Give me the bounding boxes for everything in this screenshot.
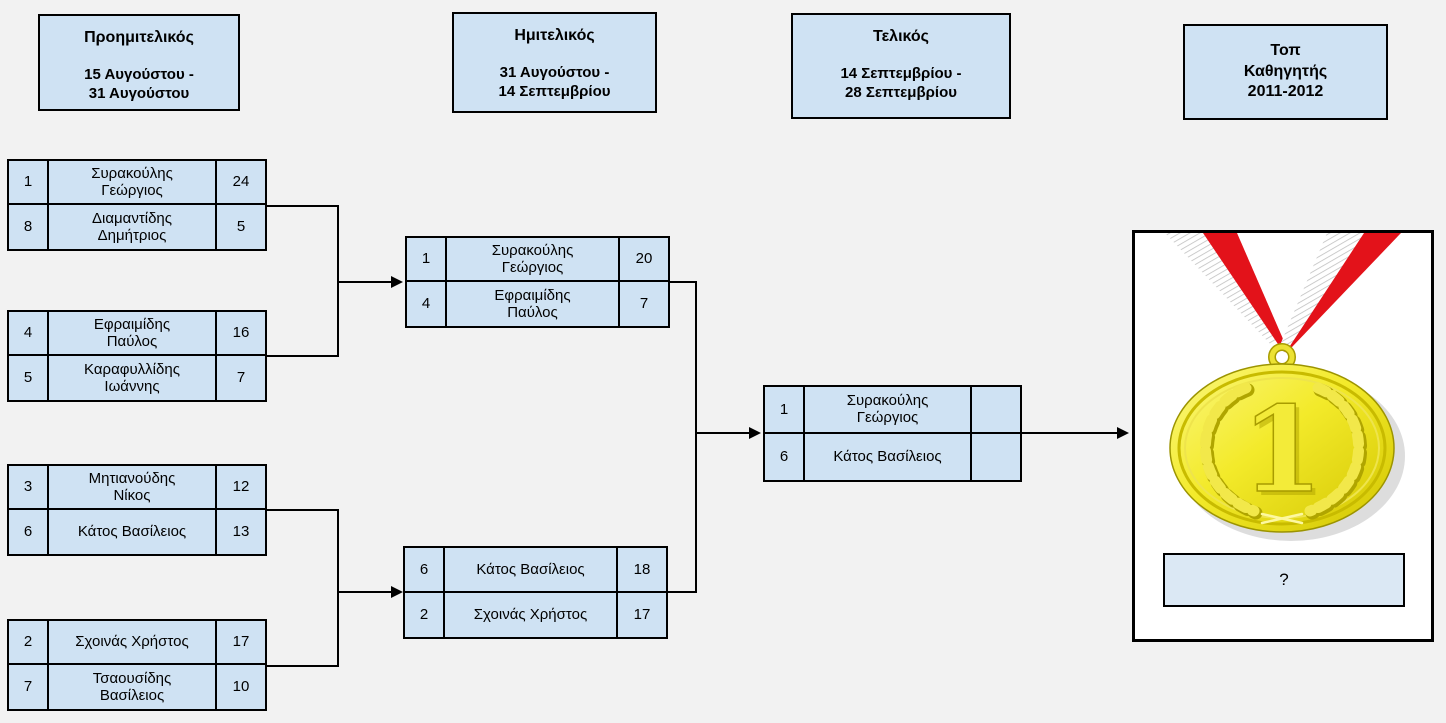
score-cell: 20 [618, 238, 668, 282]
match-semifinal-1: 1 Συρακούλης Γεώργιος 20 4 Εφραιμίδης Πα… [405, 236, 670, 328]
winner-panel: 1 1 ? [1132, 230, 1434, 642]
seed-cell: 7 [9, 665, 49, 709]
score-cell: 12 [215, 466, 265, 510]
stage-header-semifinal: Ημιτελικός 31 Αυγούστου - 14 Σεπτεμβρίου [452, 12, 657, 113]
name-cell: Τσαουσίδης Βασίλειος [92, 669, 172, 704]
seed-cell: 6 [9, 510, 49, 554]
match-quarterfinal-4: 2 Σχοινάς Χρήστος 17 7 Τσαουσίδης Βασίλε… [7, 619, 267, 711]
name-cell: Κάτος Βασίλειος [833, 448, 942, 466]
stage-dates: 15 Αυγούστου - 31 Αυγούστου [84, 65, 194, 103]
score-cell: 5 [215, 205, 265, 249]
name-cell: Συρακούλης Γεώργιος [805, 387, 970, 434]
match-semifinal-2: 6 Κάτος Βασίλειος 18 2 Σχοινάς Χρήστος 1… [403, 546, 668, 639]
seed-cell: 8 [9, 205, 49, 249]
score-cell: 7 [618, 282, 668, 326]
name-cell: Εφραιμίδης Παύλος [494, 286, 571, 321]
winner-placeholder-text: ? [1279, 570, 1289, 589]
stage-header-top-teacher: Τοπ Καθηγητής 2011-2012 [1183, 24, 1388, 120]
name-cell: Συρακούλης Γεώργιος [49, 161, 215, 205]
score-cell: 24 [215, 161, 265, 205]
score-cell [970, 387, 1020, 434]
seed-cell: 5 [9, 356, 49, 400]
stage-title: Τοπ Καθηγητής 2011-2012 [1243, 41, 1328, 101]
seed-cell: 1 [9, 161, 49, 205]
score-cell: 16 [215, 312, 265, 356]
stage-title: Τελικός [872, 28, 929, 45]
match-quarterfinal-3: 3 Μητιανούδης Νίκος 12 6 Κάτος Βασίλειος… [7, 464, 267, 556]
score-cell: 10 [215, 665, 265, 709]
match-final: 1 Συρακούλης Γεώργιος 6 Κάτος Βασίλειος [763, 385, 1022, 482]
seed-cell: 4 [9, 312, 49, 356]
medal-number: 1 [1241, 380, 1323, 519]
score-cell: 17 [616, 592, 666, 637]
gold-medal-icon: 1 1 [1149, 233, 1416, 545]
score-cell: 17 [215, 621, 265, 665]
name-cell: Συρακούλης Γεώργιος [447, 238, 618, 282]
match-quarterfinal-1: 1 Συρακούλης Γεώργιος 24 8 Διαμαντίδης Δ… [7, 159, 267, 251]
winner-placeholder-box: ? [1163, 553, 1405, 607]
score-cell: 13 [215, 510, 265, 554]
stage-header-quarterfinal: Προημιτελικός 15 Αυγούστου - 31 Αυγούστο… [38, 14, 240, 111]
name-cell: Κάτος Βασίλειος [77, 523, 187, 541]
seed-cell: 1 [407, 238, 447, 282]
seed-cell: 2 [405, 592, 445, 637]
stage-dates: 14 Σεπτεμβρίου - 28 Σεπτεμβρίου [840, 64, 962, 102]
svg-text:1: 1 [1245, 384, 1327, 523]
seed-cell: 6 [765, 433, 805, 480]
name-cell: Μητιανούδης Νίκος [49, 466, 215, 510]
stage-title: Προημιτελικός [84, 29, 194, 46]
score-cell [970, 433, 1020, 480]
seed-cell: 6 [405, 548, 445, 593]
name-cell: Σχοινάς Χρήστος [473, 606, 588, 624]
stage-dates: 31 Αυγούστου - 14 Σεπτεμβρίου [498, 63, 611, 101]
name-cell: Διαμαντίδης Δημήτριος [91, 209, 173, 244]
seed-cell: 1 [765, 387, 805, 434]
seed-cell: 4 [407, 282, 447, 326]
stage-title: Ημιτελικός [514, 27, 595, 44]
name-cell: Καραφυλλίδης Ιωάννης [84, 360, 180, 395]
seed-cell: 3 [9, 466, 49, 510]
name-cell: Κάτος Βασίλειος [445, 548, 616, 593]
name-cell: Εφραιμίδης Παύλος [49, 312, 215, 356]
seed-cell: 2 [9, 621, 49, 665]
score-cell: 18 [616, 548, 666, 593]
name-cell: Σχοινάς Χρήστος [49, 621, 215, 665]
match-quarterfinal-2: 4 Εφραιμίδης Παύλος 16 5 Καραφυλλίδης Ιω… [7, 310, 267, 402]
score-cell: 7 [215, 356, 265, 400]
stage-header-final: Τελικός 14 Σεπτεμβρίου - 28 Σεπτεμβρίου [791, 13, 1011, 119]
